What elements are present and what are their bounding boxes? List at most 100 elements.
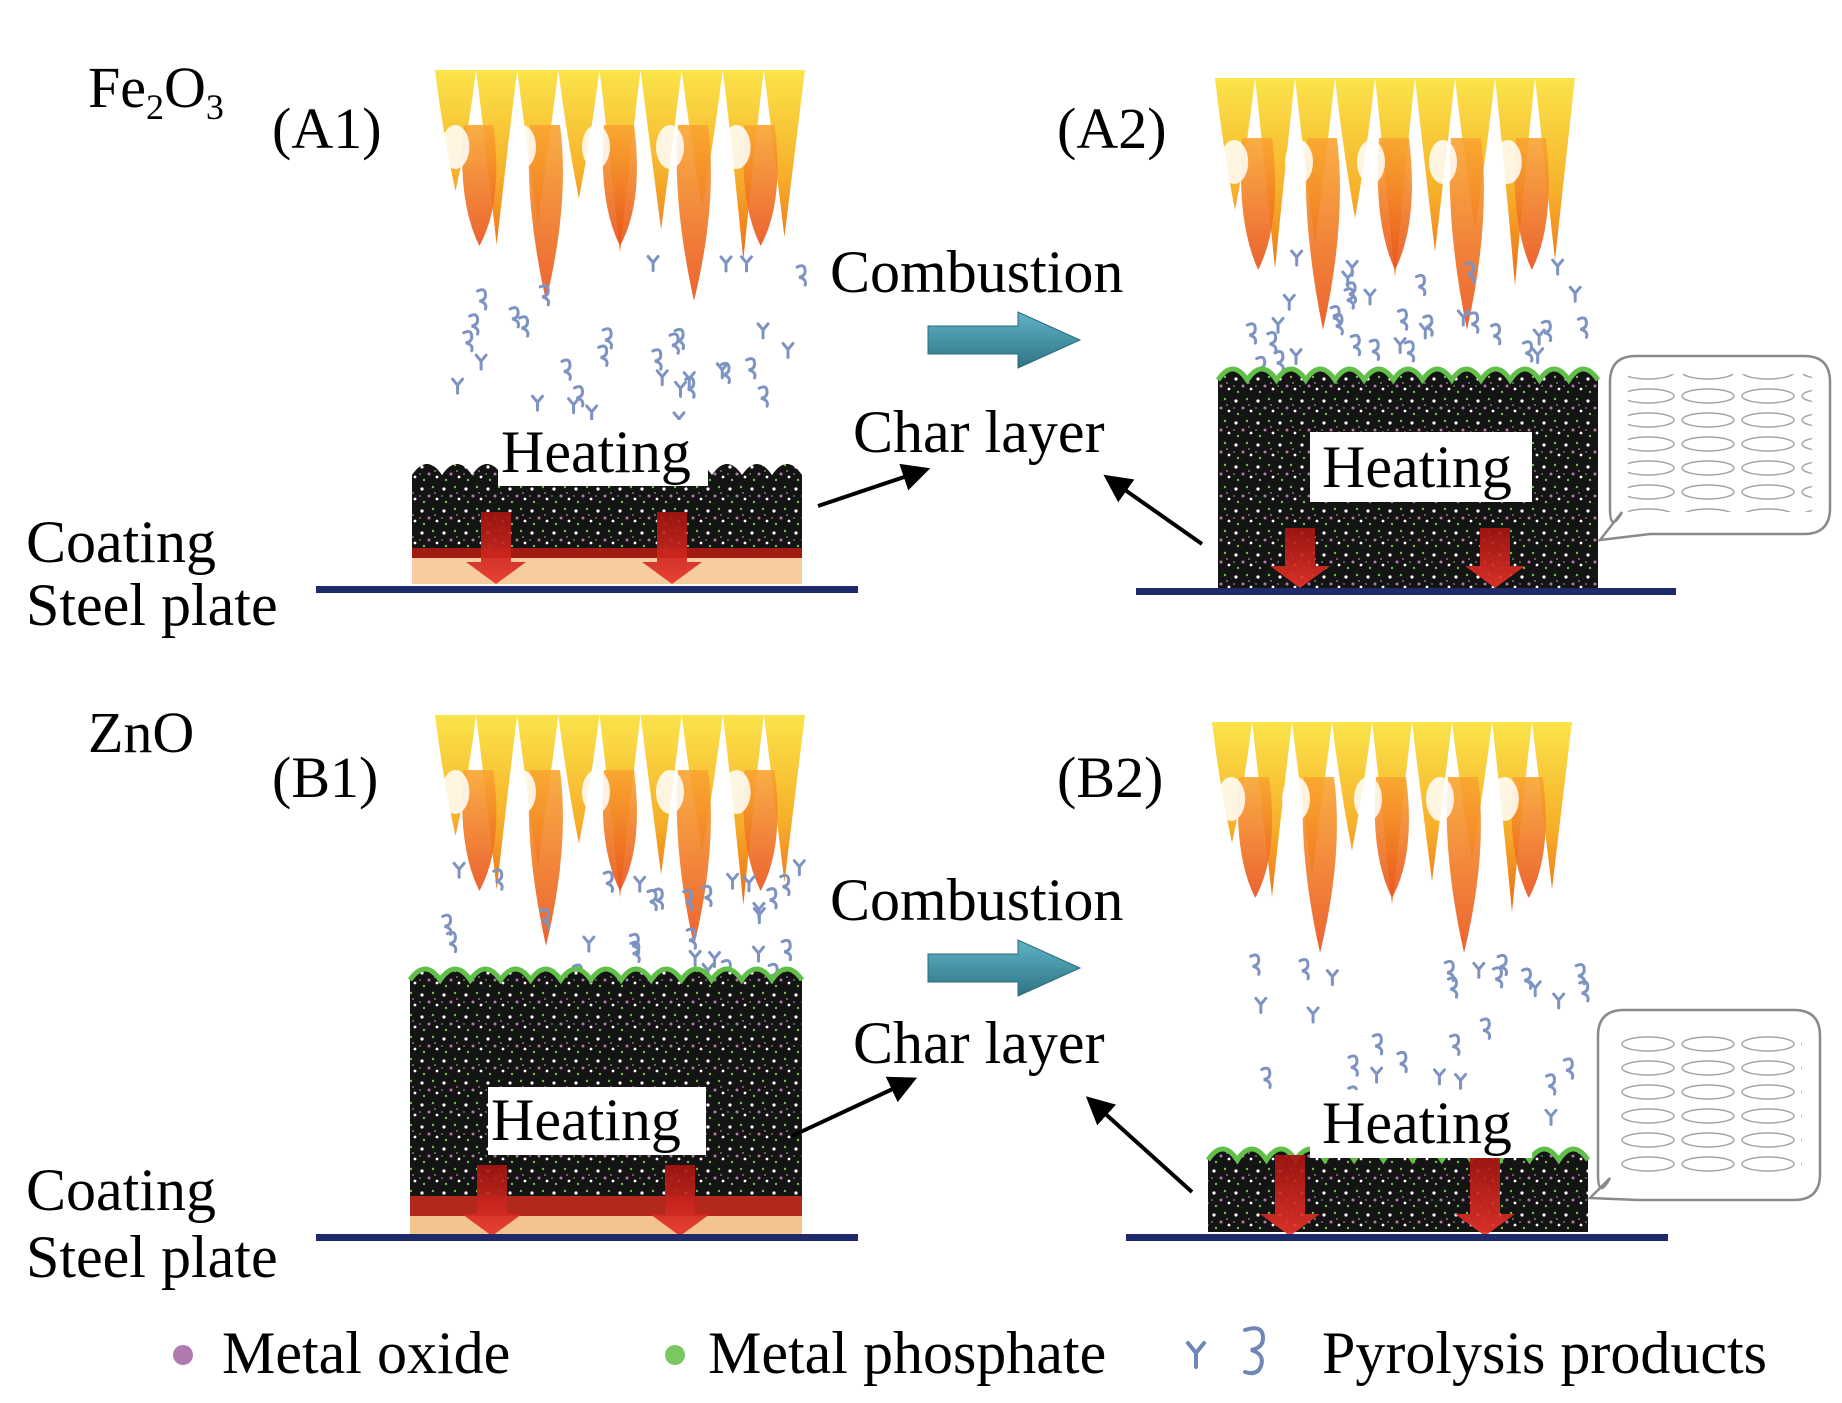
flame-tongue: [1237, 777, 1273, 898]
pyrolysis-product: [1496, 953, 1509, 977]
pyrolysis-product: [781, 341, 795, 359]
flame-a1: [435, 70, 805, 301]
pyrolysis-product: [451, 377, 465, 395]
flame-gap: [656, 770, 684, 814]
flame-gap: [1285, 140, 1313, 184]
flame-gap: [1217, 777, 1246, 821]
pyrolysis-product: [1531, 347, 1545, 365]
pyrolysis-product: [633, 875, 647, 893]
pyrolysis-product: [1325, 969, 1339, 987]
coating-red-band-b1: [410, 1196, 802, 1216]
pyrolysis-product: [752, 907, 766, 925]
pointer-arrow-b-right: [1085, 1096, 1194, 1194]
pyrolysis-product: [655, 369, 669, 387]
pointer-arrow-a-right: [1103, 474, 1204, 546]
pyrolysis-product: [474, 353, 488, 371]
pyrolysis-product: [1489, 323, 1502, 346]
layered-structure: [1616, 1028, 1802, 1178]
pyrolysis-product: [1522, 340, 1534, 363]
pyrolysis-product: [573, 385, 585, 408]
pyrolysis-product: [1393, 337, 1407, 355]
flame-tongue: [528, 125, 563, 301]
flame-tongue: [462, 125, 497, 246]
heat-arrow-a2-left: [1270, 528, 1330, 588]
flame-gap: [1493, 140, 1522, 184]
flame-tongue: [676, 125, 711, 301]
pyrolysis-product: [651, 348, 663, 371]
pyrolysis-product: [1464, 261, 1476, 284]
pyrolysis-product: [441, 913, 453, 936]
pyrolysis-product: [1260, 1066, 1272, 1090]
flame-b2: [1212, 722, 1572, 953]
combustion-arrow-a: [927, 311, 1082, 369]
pyrolysis-product: [1472, 961, 1486, 979]
pyrolysis-product: [1443, 959, 1456, 983]
pyrolysis-product: [682, 888, 694, 912]
pyrolysis-product: [745, 357, 757, 380]
metal-oxide-legend-dot: [173, 1345, 193, 1365]
flame-gap: [1357, 140, 1385, 184]
pyrolysis-cloud-a2: [1245, 249, 1589, 379]
heat-arrow-b1-left: [462, 1165, 522, 1236]
pyrolysis-product: [719, 255, 733, 273]
heating-box-a2: [1310, 432, 1532, 502]
flame-gap: [508, 770, 536, 814]
pyrolysis-product: [740, 255, 754, 273]
pointer-arrow-a-left: [817, 463, 931, 508]
pyrolysis-product: [629, 940, 641, 963]
pyrolysis-product: [652, 887, 665, 910]
pyrolysis-product: [1574, 963, 1587, 986]
pyrolysis-product: [1370, 1066, 1384, 1084]
pyrolysis-product: [462, 330, 474, 353]
flame-gap: [1426, 777, 1454, 821]
flame-gap: [441, 770, 470, 814]
material-label-fe2o3: Fe2O3: [88, 55, 224, 127]
panel-label-a2: (A2): [1057, 96, 1167, 161]
steel-plate-a1: [316, 586, 858, 593]
pyrolysis-product: [1532, 328, 1546, 346]
pyrolysis-product: [1341, 270, 1355, 288]
flame-tongue: [528, 770, 563, 946]
char-layer-label-b: Char layer: [853, 1010, 1105, 1076]
heat-arrow-a1-right: [642, 512, 702, 584]
coating-red-band-a1: [412, 548, 802, 558]
pyrolysis-product: [1544, 1108, 1558, 1126]
steel-plate-b1: [316, 1234, 858, 1241]
pyrolysis-product: [757, 385, 769, 408]
pyrolysis-product: [1432, 1068, 1446, 1086]
char-layer-label-a: Char layer: [853, 399, 1105, 465]
pyrolysis-product: [715, 362, 729, 380]
pyrolysis-product: [688, 949, 702, 967]
pyrolysis-product: [674, 380, 688, 398]
combustion-label-a: Combustion: [830, 239, 1123, 305]
pyrolysis-product: [708, 950, 722, 968]
metal-phosphate-legend-dot: [665, 1345, 685, 1365]
legend-pyrolysis-products: Pyrolysis products: [1322, 1320, 1767, 1386]
heat-arrow-a1-left: [466, 512, 526, 584]
steel-plate-label-b: Steel plate: [26, 1224, 278, 1290]
pyrolysis-product: [1396, 1050, 1408, 1074]
heat-arrow-b1-right: [650, 1165, 710, 1236]
pyrolysis-product: [646, 255, 660, 273]
pyrolysis-product: [1551, 258, 1565, 276]
pyrolysis-product: [668, 332, 680, 355]
pyrolysis-product: [601, 327, 614, 350]
coating-label-a: Coating: [26, 509, 216, 575]
pyrolysis-product: [1266, 331, 1278, 354]
pyrolysis-product: [780, 938, 793, 962]
pyrolysis-product: [1545, 1073, 1557, 1096]
flame-tongue: [1302, 777, 1337, 953]
combustion-arrow-b: [927, 939, 1082, 997]
flame-tongue: [1449, 138, 1484, 330]
combustion-label-b: Combustion: [830, 867, 1123, 933]
panel-label-a1: (A1): [272, 96, 382, 161]
pyrolysis-product: [1540, 319, 1553, 343]
pyrolysis-product: [742, 875, 756, 893]
pyrolysis-product: [560, 358, 572, 381]
flame-tongue: [1511, 777, 1546, 898]
flame-gap: [582, 770, 610, 814]
pyrolysis-product: [582, 935, 596, 953]
pyrolysis-product: [508, 306, 521, 329]
material-label-zno: ZnO: [88, 700, 194, 765]
flame-b1: [435, 715, 805, 946]
